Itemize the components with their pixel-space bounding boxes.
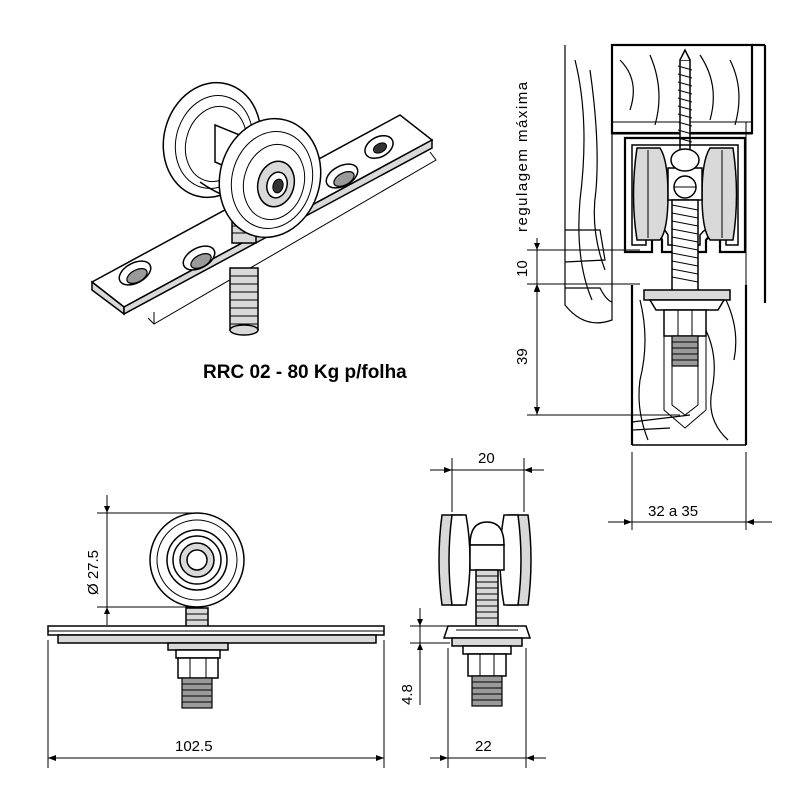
side-view: 20 4.8 22 (399, 450, 546, 768)
dimension-39: 39 (514, 284, 680, 416)
dimension-4-8-text: 4.8 (399, 684, 416, 705)
wood-screw (677, 48, 693, 151)
dimension-32-35: 32 a 35 (608, 452, 772, 530)
front-wheel-iso (218, 117, 322, 239)
section-view: regulagem máxima 10 39 32 a 35 (514, 43, 772, 530)
wheels-section (632, 147, 738, 241)
dimension-diameter-text: Ø 27.5 (85, 550, 102, 595)
wheel-front (149, 512, 245, 608)
dimension-102-5-text: 102.5 (175, 738, 213, 755)
plate-front (47, 625, 385, 644)
door-leaf-section (630, 285, 748, 446)
adjustment-range-label: regulagem máxima (514, 80, 531, 232)
wheels-side (438, 514, 532, 606)
product-title: RRC 02 - 80 Kg p/folha (203, 362, 407, 383)
dimension-39-text: 39 (514, 348, 531, 365)
dimension-10: 10 (514, 238, 640, 296)
dimension-10-text: 10 (514, 260, 531, 277)
dimension-20-text: 20 (478, 450, 495, 467)
front-view: Ø 27.5 102.5 (47, 495, 385, 768)
dimension-22: 22 (430, 648, 546, 768)
isometric-view (90, 81, 437, 336)
upper-wood-section (564, 43, 767, 324)
dimension-102-5: 102.5 (47, 640, 385, 768)
dimension-diameter: Ø 27.5 (85, 495, 197, 625)
adjustment-bolt-section (671, 199, 699, 293)
dimension-22-text: 22 (475, 738, 492, 755)
dimension-32-35-text: 32 a 35 (648, 503, 698, 520)
dimension-20: 20 (430, 450, 544, 512)
dimension-4-8: 4.8 (399, 608, 450, 705)
